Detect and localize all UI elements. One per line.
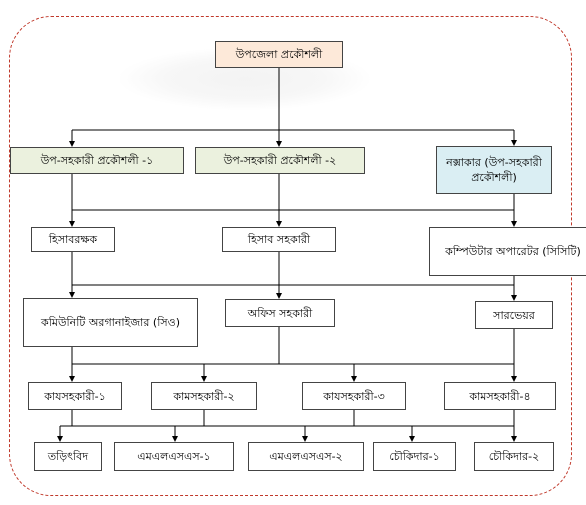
work-assistant-1-box: কাযসহকারী-১ xyxy=(28,382,122,410)
mlss-2-box: এমএলএসএস-২ xyxy=(248,442,364,471)
accountant-box: হিসাবরক্ষক xyxy=(31,227,115,252)
guard-2-box: চৌকিদার-২ xyxy=(474,442,554,471)
work-assistant-4-box: কামসহকারী-৪ xyxy=(444,382,556,410)
computer-operator-box: কম্পিউটার অপারেটর (সিসিটি) xyxy=(429,227,586,276)
office-assistant-box: অফিস সহকারী xyxy=(225,299,335,327)
accounts-assistant-box: হিসাব সহকারী xyxy=(222,227,336,252)
sub-assistant-engineer-2-box: উপ-সহকারী প্রকৌশলী -২ xyxy=(195,147,365,174)
community-organizer-box: কমিউনিটি অরগানাইজার (সিও) xyxy=(23,298,198,347)
upazila-engineer-box: উপজেলা প্রকৌশলী xyxy=(215,41,343,68)
draftsman-box: নক্সাকার (উপ-সহকারী প্রকৌশলী) xyxy=(436,146,552,194)
electrician-box: তড়িৎবিদ xyxy=(34,442,102,471)
sub-assistant-engineer-1-box: উপ-সহকারী প্রকৌশলী -১ xyxy=(10,147,184,174)
surveyor-box: সারভেয়র xyxy=(475,301,553,329)
work-assistant-3-box: কাযসহকারী-৩ xyxy=(302,382,406,410)
guard-1-box: চৌকিদার-১ xyxy=(373,442,456,471)
mlss-1-box: এমএলএসএস-১ xyxy=(114,442,234,471)
work-assistant-2-box: কামসহকারী-২ xyxy=(151,382,257,410)
